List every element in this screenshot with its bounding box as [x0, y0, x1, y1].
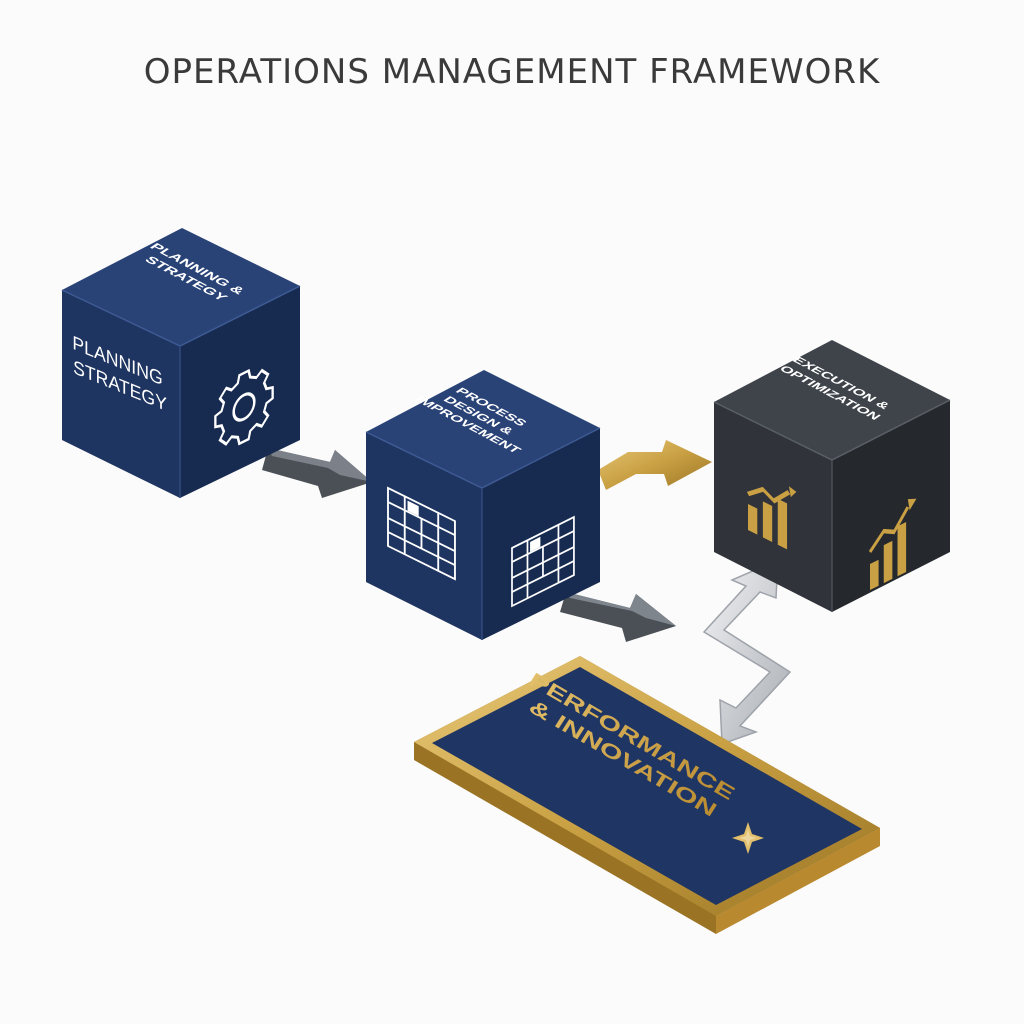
cube-planning-strategy: PLANNING & STRATEGY PLANNING STRATEGY [61, 228, 301, 498]
bar-chart-growth-icon [746, 486, 797, 550]
star-icon [732, 822, 764, 854]
gear-icon [214, 368, 274, 446]
page-title: OPERATIONS MANAGEMENT FRAMEWORK [143, 52, 881, 92]
cube-planning-right-face [180, 286, 300, 498]
cube-execution-left-face [714, 402, 832, 612]
plaque-performance-innovation: PERFORMANCE & INNOVATION [414, 656, 880, 934]
arrow-planning-to-process [262, 448, 372, 498]
cube-planning-top-face [62, 228, 300, 346]
cube-process-design: PROCESS DESIGN & IMPROVEMENT [365, 370, 601, 640]
flowchart-icon-right [511, 515, 575, 608]
arrow-process-to-execution [598, 440, 712, 490]
cube-planning-left-face [62, 290, 180, 498]
cube-process-top-face [366, 370, 600, 488]
arrow-execution-plaque-bidirectional [702, 558, 792, 746]
plaque-face [432, 667, 862, 905]
cube-execution-optimization: EXECUTION & OPTIMIZATION [713, 340, 951, 612]
cube-execution-right-face [832, 400, 950, 612]
bar-chart-growth-icon-right [868, 498, 917, 590]
arrow-process-to-plaque [560, 592, 676, 642]
flowchart-icon [387, 486, 456, 581]
